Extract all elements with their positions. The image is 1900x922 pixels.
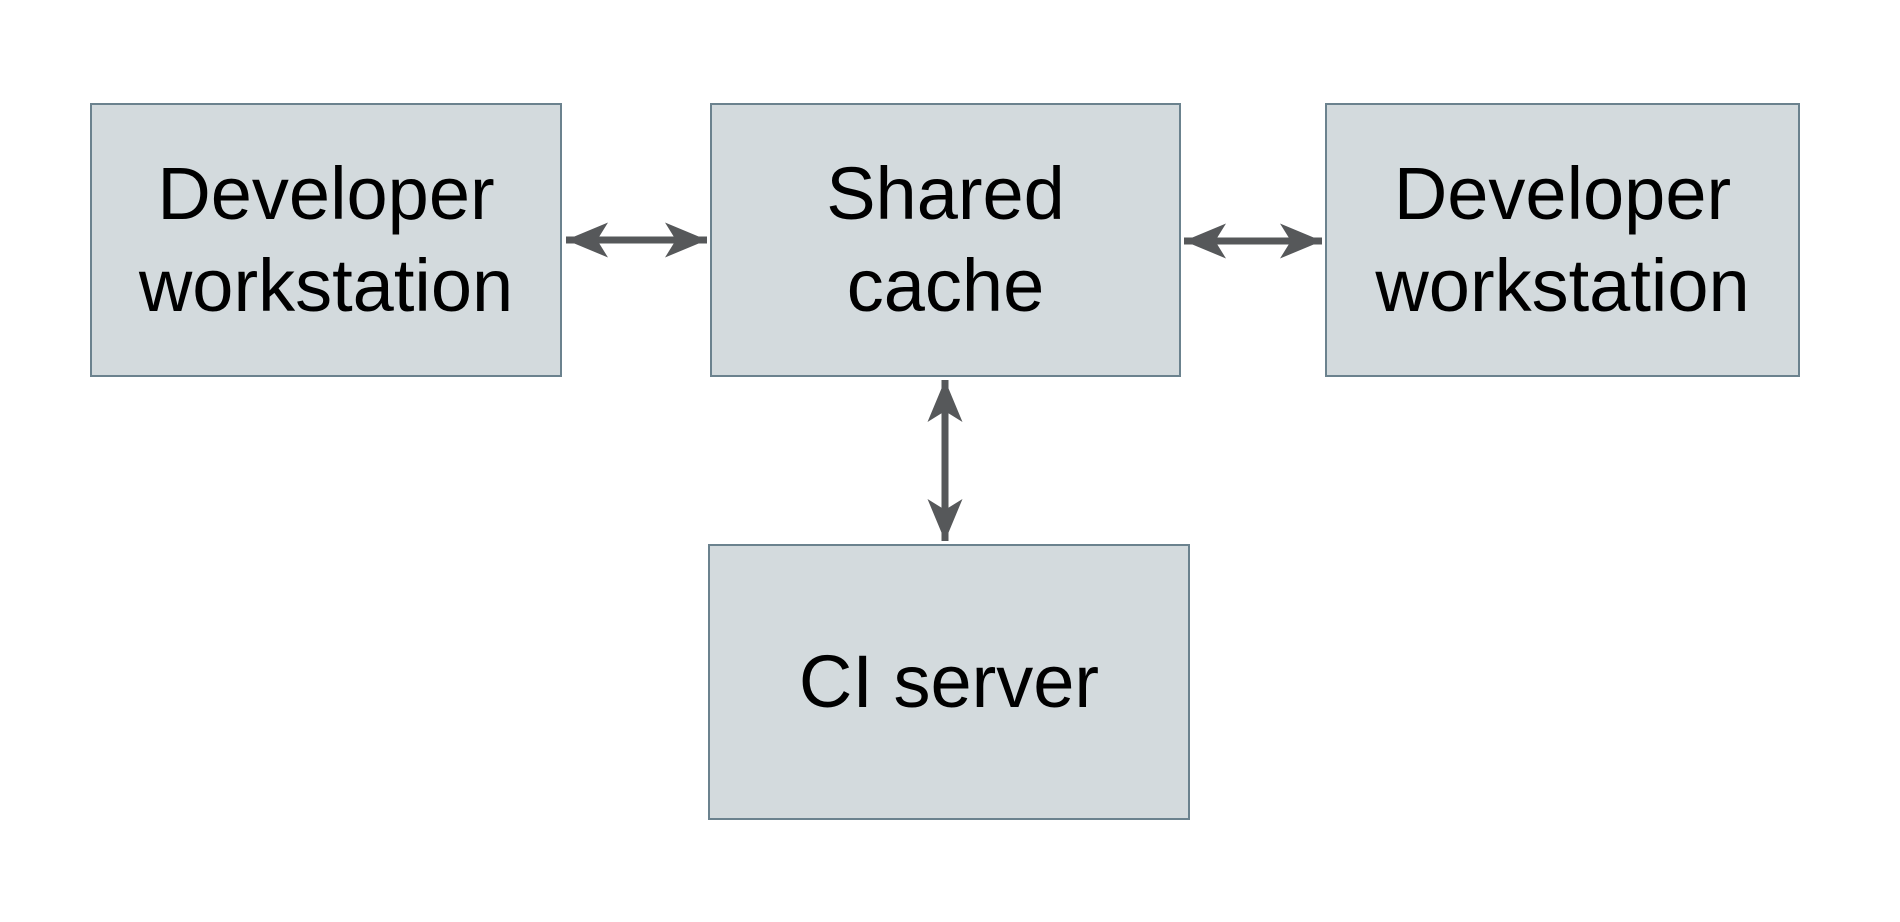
node-label-shared-cache: Shared cache [826, 152, 1065, 327]
node-label-developer-workstation-left: Developer workstation [138, 152, 514, 327]
node-label-ci-server: CI server [798, 640, 1100, 723]
node-shared-cache: Shared cache [710, 103, 1181, 377]
node-label-developer-workstation-right: Developer workstation [1375, 152, 1750, 327]
node-developer-workstation-left: Developer workstation [90, 103, 562, 377]
node-developer-workstation-right: Developer workstation [1325, 103, 1800, 377]
node-ci-server: CI server [708, 544, 1190, 820]
